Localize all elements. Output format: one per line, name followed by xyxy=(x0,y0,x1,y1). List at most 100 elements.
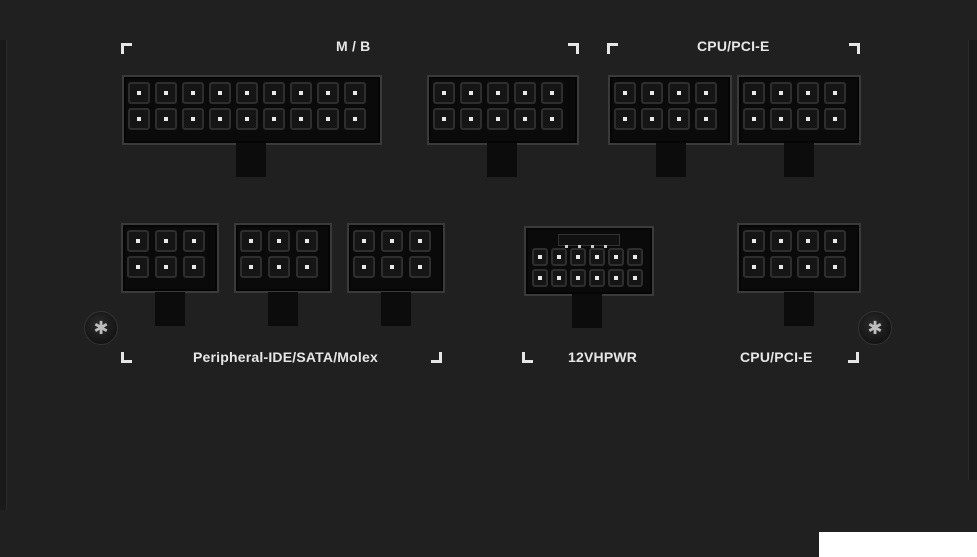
connector-pin xyxy=(353,256,375,278)
connector-pin xyxy=(824,108,846,130)
connector-pin xyxy=(263,108,285,130)
connector-pin xyxy=(268,256,290,278)
connector-pin xyxy=(824,82,846,104)
connector-pin xyxy=(263,82,285,104)
peripheral-bracket-br xyxy=(431,352,442,363)
connector-pin xyxy=(824,256,846,278)
peripheral-label: Peripheral-IDE/SATA/Molex xyxy=(193,349,378,365)
connector-pin xyxy=(770,256,792,278)
connector-pin xyxy=(770,230,792,252)
connector-pin xyxy=(570,248,586,266)
connector-pin xyxy=(240,230,262,252)
connector-pin xyxy=(668,108,690,130)
connector-pin xyxy=(236,108,258,130)
connector-pin xyxy=(460,108,482,130)
connector-pin xyxy=(155,230,177,252)
connector-pin xyxy=(551,269,567,287)
panel-left-edge xyxy=(0,40,7,510)
connector-pin xyxy=(770,108,792,130)
connector-pin xyxy=(182,108,204,130)
connector-pin xyxy=(128,108,150,130)
connector-pin xyxy=(641,82,663,104)
connector-pin xyxy=(155,82,177,104)
connector-pin xyxy=(183,256,205,278)
connector-pin xyxy=(296,256,318,278)
panel-right-edge xyxy=(968,40,977,480)
connector-pin xyxy=(209,82,231,104)
connector-pin xyxy=(433,108,455,130)
connector-pin xyxy=(589,248,605,266)
connector-pin xyxy=(236,82,258,104)
connector-pin xyxy=(589,269,605,287)
mb-bracket-tr xyxy=(568,43,579,54)
connector-pin xyxy=(797,230,819,252)
connector-pin xyxy=(532,248,548,266)
hpwr-bracket-bl xyxy=(522,352,533,363)
connector-pin xyxy=(695,82,717,104)
connector-pin xyxy=(409,256,431,278)
connector-pin xyxy=(381,256,403,278)
cpu-pcie-bottom-label: CPU/PCI-E xyxy=(740,349,813,365)
connector-pin xyxy=(514,108,536,130)
connector-pin xyxy=(353,230,375,252)
connector-pin xyxy=(797,82,819,104)
peripheral-bracket-bl xyxy=(121,352,132,363)
cpu-top-bracket-tl xyxy=(607,43,618,54)
connector-pin xyxy=(514,82,536,104)
connector-pin xyxy=(433,82,455,104)
connector-pin xyxy=(614,82,636,104)
connector-pin xyxy=(460,82,482,104)
corner-cut xyxy=(819,532,977,557)
connector-pin xyxy=(641,108,663,130)
cpu-bottom-bracket-br xyxy=(848,352,859,363)
connector-pin xyxy=(608,269,624,287)
connector-pin xyxy=(155,256,177,278)
connector-pin xyxy=(290,82,312,104)
connector-pin xyxy=(743,108,765,130)
connector-pin xyxy=(797,256,819,278)
connector-pin xyxy=(797,108,819,130)
connector-pin xyxy=(487,108,509,130)
screw-icon: ✱ xyxy=(858,311,892,345)
connector-pin xyxy=(614,108,636,130)
connector-pin xyxy=(743,230,765,252)
connector-pin xyxy=(627,269,643,287)
connector-pin xyxy=(743,256,765,278)
12vhpwr-sense-pins xyxy=(558,234,620,248)
connector-pin xyxy=(240,256,262,278)
connector-pin xyxy=(381,230,403,252)
connector-pin xyxy=(608,248,624,266)
connector-pin xyxy=(487,82,509,104)
connector-pin xyxy=(541,108,563,130)
connector-pin xyxy=(317,82,339,104)
mb-bracket-tl xyxy=(121,43,132,54)
connector-pin xyxy=(317,108,339,130)
connector-pin xyxy=(627,248,643,266)
connector-pin xyxy=(824,230,846,252)
connector-pin xyxy=(155,108,177,130)
connector-pin xyxy=(743,82,765,104)
connector-pin xyxy=(127,256,149,278)
connector-pin xyxy=(128,82,150,104)
connector-pin xyxy=(570,269,586,287)
connector-pin xyxy=(668,82,690,104)
mb-label: M / B xyxy=(336,38,371,54)
connector-pin xyxy=(695,108,717,130)
connector-pin xyxy=(532,269,548,287)
cpu-top-bracket-tr xyxy=(849,43,860,54)
connector-pin xyxy=(268,230,290,252)
connector-pin xyxy=(551,248,567,266)
connector-pin xyxy=(183,230,205,252)
connector-pin xyxy=(541,82,563,104)
connector-pin xyxy=(182,82,204,104)
connector-pin xyxy=(344,82,366,104)
connector-pin xyxy=(209,108,231,130)
connector-pin xyxy=(770,82,792,104)
connector-pin xyxy=(290,108,312,130)
connector-pin xyxy=(127,230,149,252)
connector-pin xyxy=(344,108,366,130)
connector-pin xyxy=(296,230,318,252)
cpu-pcie-top-label: CPU/PCI-E xyxy=(697,38,770,54)
12vhpwr-label: 12VHPWR xyxy=(568,349,638,365)
